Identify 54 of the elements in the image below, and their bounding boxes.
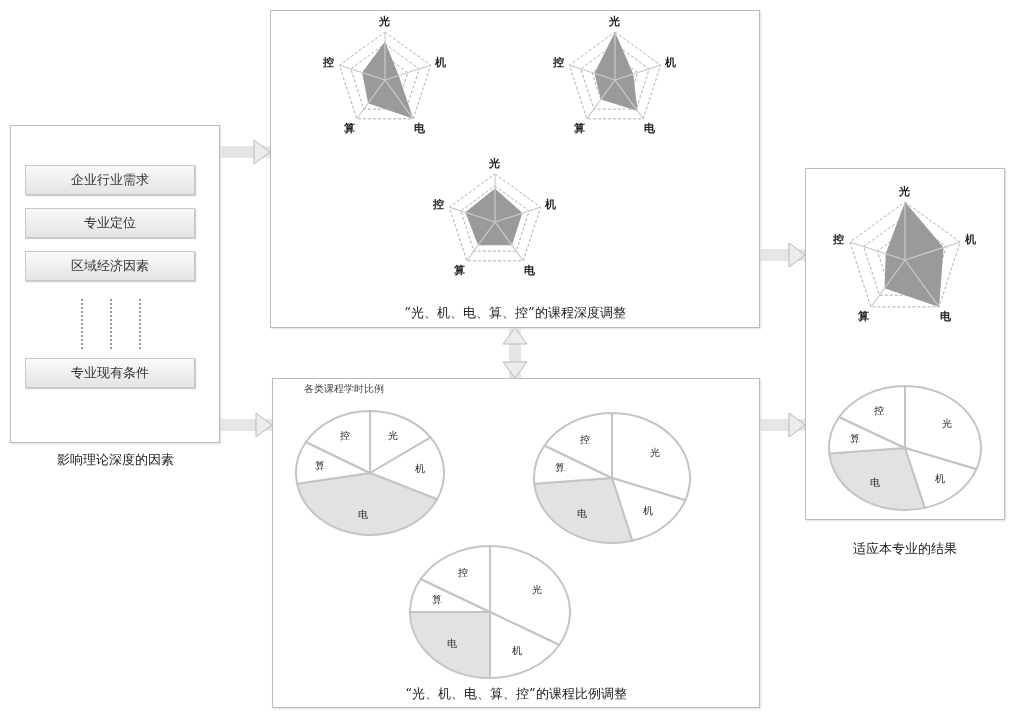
block-arrow [502, 327, 528, 379]
axis-label: 光 [489, 157, 500, 170]
axis-label: 光 [379, 15, 390, 28]
axis-label: 算 [574, 121, 586, 135]
slice-label: 算 [849, 432, 860, 445]
axis-label: 算 [344, 121, 356, 135]
axis-label: 光 [899, 185, 910, 198]
slice-label: 光 [388, 429, 399, 442]
axis-label: 机 [435, 55, 447, 69]
axis-label: 机 [964, 232, 976, 246]
axis-label: 控 [552, 55, 564, 69]
block-arrow [220, 412, 273, 438]
block-arrow [760, 242, 806, 268]
block-arrow [220, 139, 271, 165]
factor-box: 区域经济因素 [25, 251, 195, 281]
slice-label: 机 [934, 473, 945, 486]
chart-title: 各类课程学时比例 [304, 382, 384, 396]
slice-label: 控 [339, 430, 350, 443]
slice-label: 算 [432, 594, 443, 607]
slice-label: 电 [446, 637, 457, 650]
slice-label: 电 [358, 508, 369, 521]
axis-label: 控 [432, 197, 444, 211]
panel-caption: 适应本专业的结果 [852, 540, 958, 558]
slice-label: 光 [532, 583, 543, 596]
slice-label: 算 [315, 459, 326, 472]
factor-box: 专业现有条件 [25, 358, 195, 388]
axis-label: 机 [545, 197, 557, 211]
axis-label: 电 [523, 263, 535, 277]
slice-label: 机 [415, 463, 426, 476]
panel-caption: 影响理论深度的因素 [55, 451, 175, 469]
panel-caption: “光、机、电、算、控”的课程深度调整 [403, 304, 627, 322]
block-arrow [760, 412, 806, 438]
slice-label: 控 [874, 405, 885, 418]
axis-label: 算 [858, 309, 870, 323]
slice-label: 控 [580, 433, 591, 446]
factor-box: 企业行业需求 [25, 165, 195, 195]
axis-label: 机 [665, 55, 677, 69]
slice-label: 算 [555, 462, 566, 475]
slice-label: 电 [870, 476, 881, 489]
factor-box: 专业定位 [25, 208, 195, 238]
slice-label: 光 [942, 417, 953, 430]
slice-label: 控 [457, 567, 468, 580]
axis-label: 电 [939, 309, 951, 323]
slice-label: 机 [512, 644, 523, 657]
slice-label: 机 [642, 504, 653, 517]
slice-label: 光 [650, 446, 661, 459]
axis-label: 光 [609, 15, 620, 28]
axis-label: 电 [643, 121, 655, 135]
axis-label: 控 [833, 232, 845, 246]
axis-label: 算 [454, 263, 466, 277]
panel-caption: “光、机、电、算、控”的课程比例调整 [404, 685, 628, 703]
slice-label: 电 [576, 508, 587, 521]
axis-label: 电 [413, 121, 425, 135]
axis-label: 控 [322, 55, 334, 69]
